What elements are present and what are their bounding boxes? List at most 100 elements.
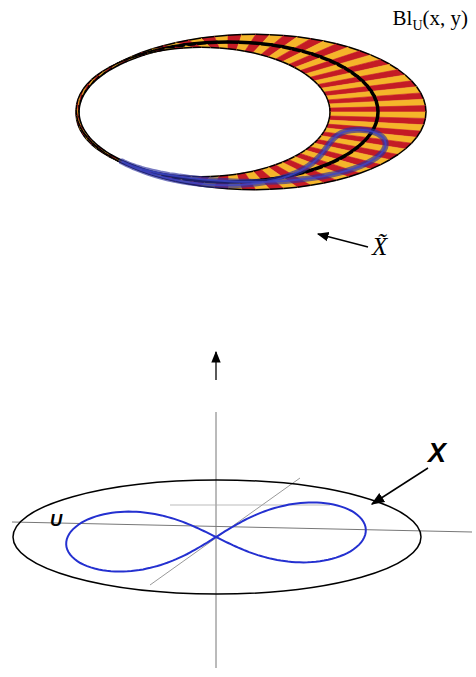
strip-edge (261, 167, 268, 169)
strip-edge (268, 57, 275, 59)
strip-stripe (87, 64, 116, 86)
strip-stripe (87, 138, 116, 160)
strip-edge (295, 153, 301, 156)
strip-edge (275, 59, 282, 62)
strip-edge (77, 115, 78, 121)
strip-edge (326, 124, 328, 128)
strip-edge (318, 85, 321, 89)
strip-edge (297, 185, 310, 187)
curve-label: X̃ (372, 234, 387, 259)
strip-stripe (76, 105, 83, 135)
strip-edge (87, 138, 92, 143)
strip-edge (80, 127, 83, 133)
strip-edge (295, 67, 301, 70)
mobius-strip (76, 34, 426, 189)
strip-edge (390, 155, 398, 160)
strip-edge (381, 59, 390, 64)
strip-edge (270, 34, 284, 36)
strip-edge (183, 47, 192, 49)
strip-stripe (83, 68, 109, 92)
strip-stripe (76, 110, 87, 140)
strip-edge (324, 92, 326, 96)
strip-edge (268, 165, 275, 167)
strip-edge (228, 34, 242, 36)
strip-stripe (76, 89, 83, 119)
space-label: U (412, 19, 422, 33)
strip-edge (214, 35, 228, 36)
strip-edge (421, 93, 424, 99)
strip-edge (131, 56, 139, 59)
strip-edge (398, 149, 405, 155)
strip-edge (102, 68, 108, 72)
strip-edge (242, 34, 256, 36)
strip-edge (381, 160, 390, 165)
map-arrow (215, 352, 216, 380)
strip-edge (188, 38, 201, 40)
strip-edge (324, 41, 337, 44)
strip-edge (328, 116, 330, 120)
strip-edge (371, 165, 381, 170)
strip-edge (210, 47, 219, 49)
strip-edge (174, 47, 183, 49)
strip-edge (405, 75, 411, 81)
strip-edge (425, 112, 427, 118)
strip-edge (201, 47, 210, 49)
strip-edge (78, 121, 80, 127)
region-ellipse (13, 480, 421, 594)
strip-edge (92, 75, 97, 79)
strip-edge (219, 47, 228, 49)
strip-edge (275, 162, 282, 165)
strip-edge (311, 183, 324, 185)
strip-edge (219, 174, 228, 176)
leader-arrow (372, 468, 428, 504)
strip-edge (321, 132, 324, 136)
strip-edge (336, 177, 348, 180)
strip-edge (165, 49, 174, 50)
strip-edge (328, 120, 329, 124)
strip-edge (282, 159, 288, 162)
strip-edge (321, 88, 324, 92)
strip-edge (318, 136, 321, 140)
strip-edge (421, 125, 424, 131)
strip-edge (97, 71, 103, 75)
strip-edge (139, 53, 147, 55)
strip-edge (424, 118, 426, 124)
strip-edge (80, 89, 83, 94)
strip-edge (360, 51, 371, 55)
strip-edge (328, 104, 330, 108)
strip-edge (305, 74, 310, 77)
strip-stripe (80, 71, 102, 97)
strip-stripe (77, 99, 81, 130)
strip-edge (314, 139, 318, 143)
strip-edge (87, 80, 91, 85)
strip-edge (326, 96, 328, 100)
strip-edge (156, 50, 165, 52)
strip-edge (116, 61, 123, 64)
strip-edge (256, 34, 270, 36)
lifted-curve (122, 130, 386, 186)
strip-edge (405, 143, 411, 149)
strip-edge (289, 65, 295, 68)
region-label: U (50, 512, 62, 529)
space-label: (x, y) (423, 8, 469, 29)
strip-edge (300, 71, 305, 74)
strip-edge (261, 55, 268, 57)
strip-stripe (92, 61, 123, 81)
strip-edge (245, 51, 253, 53)
strip-edge (324, 180, 337, 183)
curve-label: X (428, 440, 446, 467)
strip-edge (123, 58, 131, 61)
strip-edge (289, 157, 295, 160)
strip-edge (348, 47, 359, 51)
strip-edge (75, 105, 77, 110)
strip-edge (210, 175, 219, 177)
strip-edge (417, 131, 421, 137)
strip-edge (282, 62, 288, 65)
strip-stripe (77, 115, 92, 144)
strip-edge (253, 53, 261, 55)
strip-edge (245, 171, 253, 173)
strip-edge (297, 37, 310, 39)
strip-edge (284, 187, 298, 188)
strip-edge (242, 189, 256, 191)
